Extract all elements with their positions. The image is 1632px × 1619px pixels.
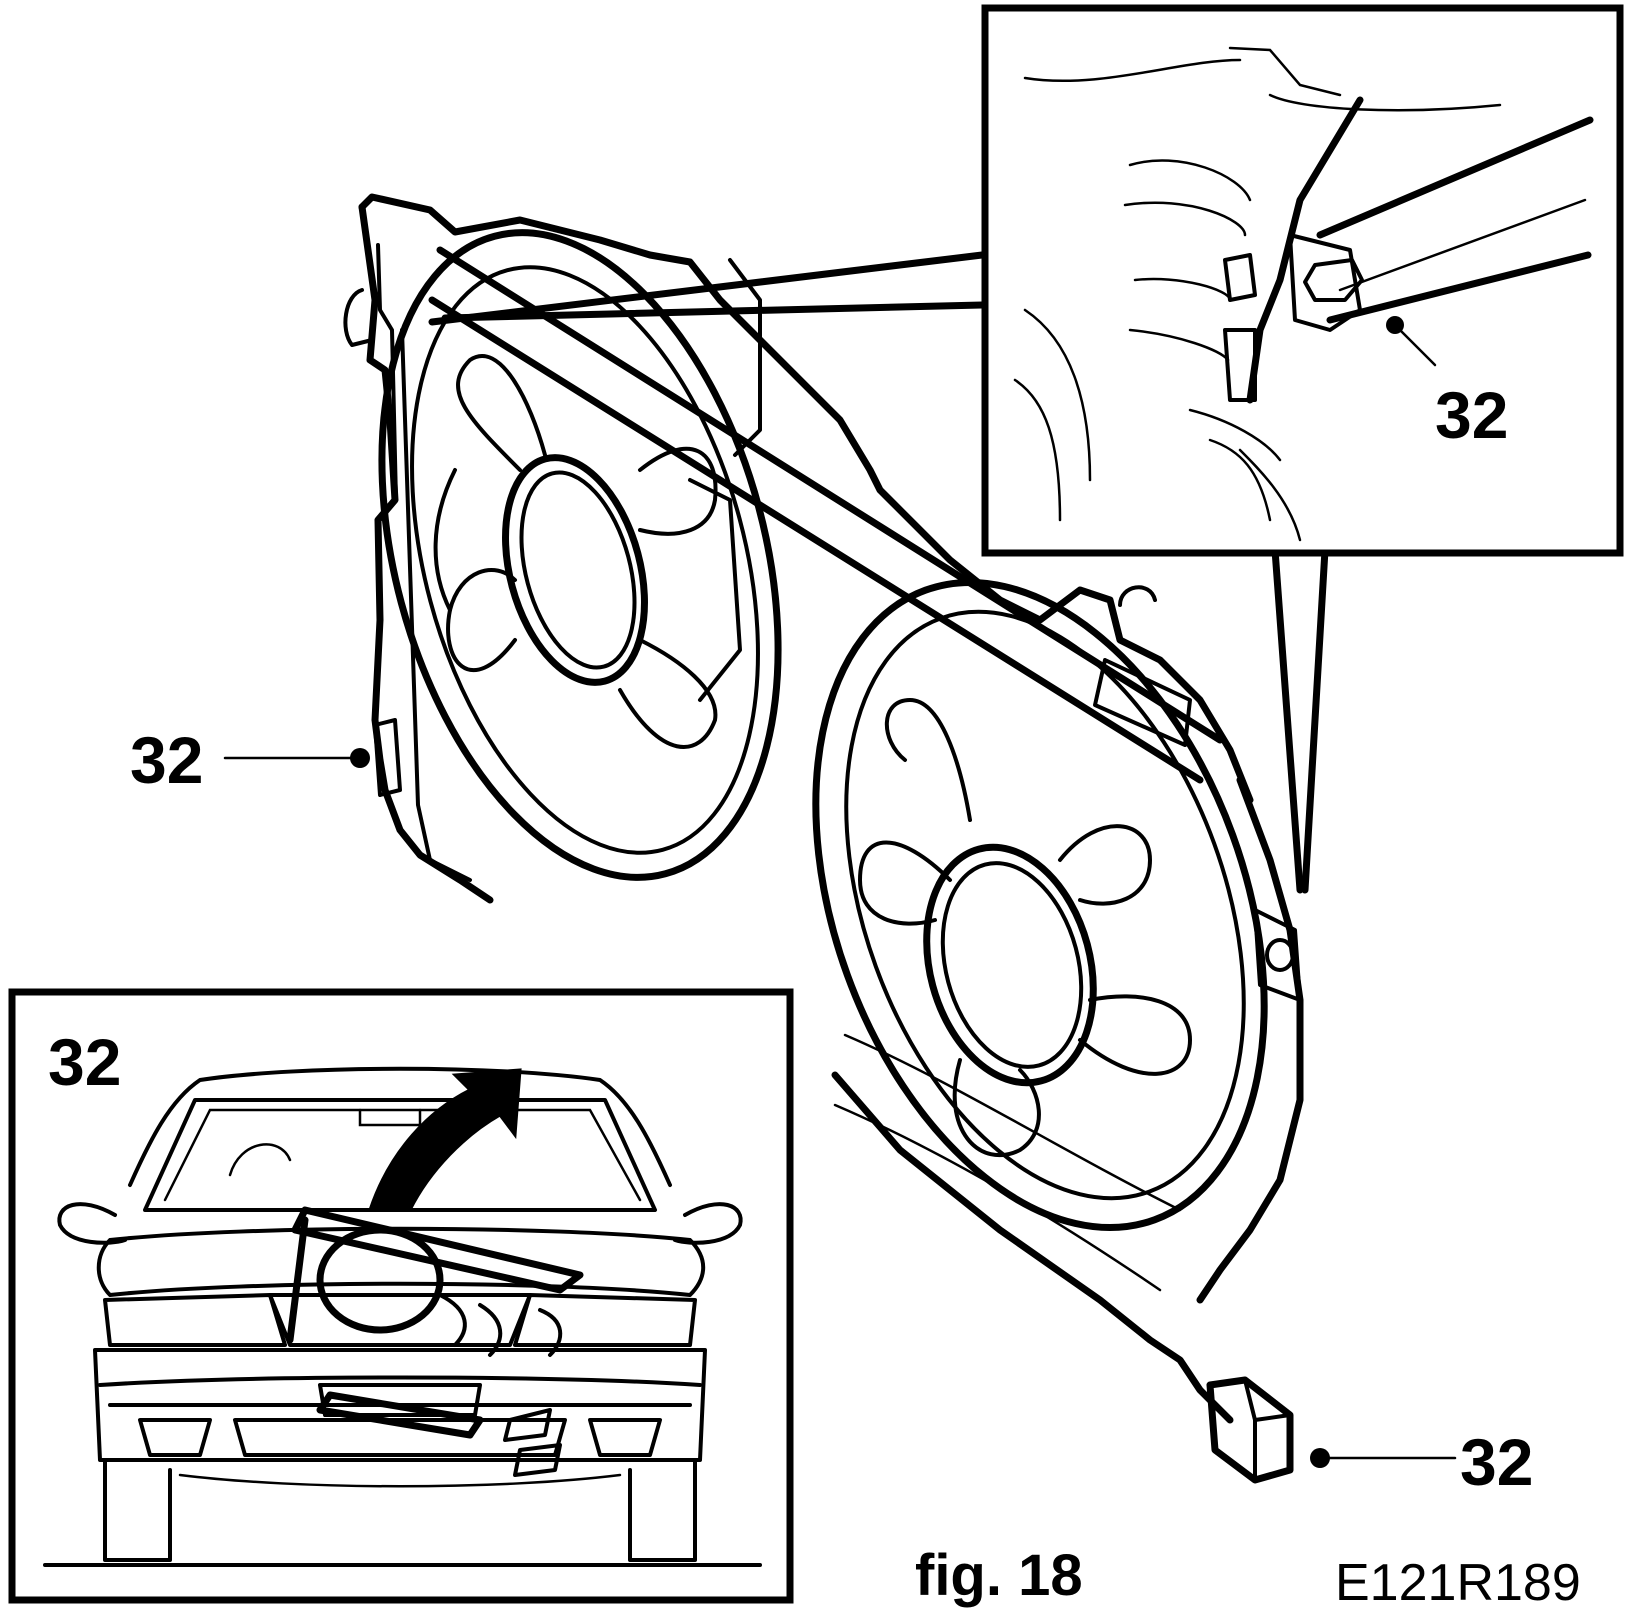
left-callout-group: 32 <box>130 723 370 797</box>
zoom-leader-lines <box>428 251 1329 894</box>
fan-shroud-assembly <box>343 193 1304 1484</box>
inset-callout: 32 <box>1435 378 1508 452</box>
figure-caption: fig. 18 <box>915 1543 1083 1608</box>
reference-code: E121R189 <box>1335 1554 1581 1612</box>
car-front-view-panel: 32 <box>8 988 794 1604</box>
inset-bolt-detail <box>1013 46 1594 542</box>
left-callout: 32 <box>130 723 203 797</box>
right-callout-group: 32 <box>1310 1425 1533 1499</box>
car-illustration <box>43 1066 762 1567</box>
panel-callout: 32 <box>48 1025 121 1099</box>
detail-inset-box: 32 <box>981 4 1624 557</box>
right-callout: 32 <box>1460 1425 1533 1499</box>
